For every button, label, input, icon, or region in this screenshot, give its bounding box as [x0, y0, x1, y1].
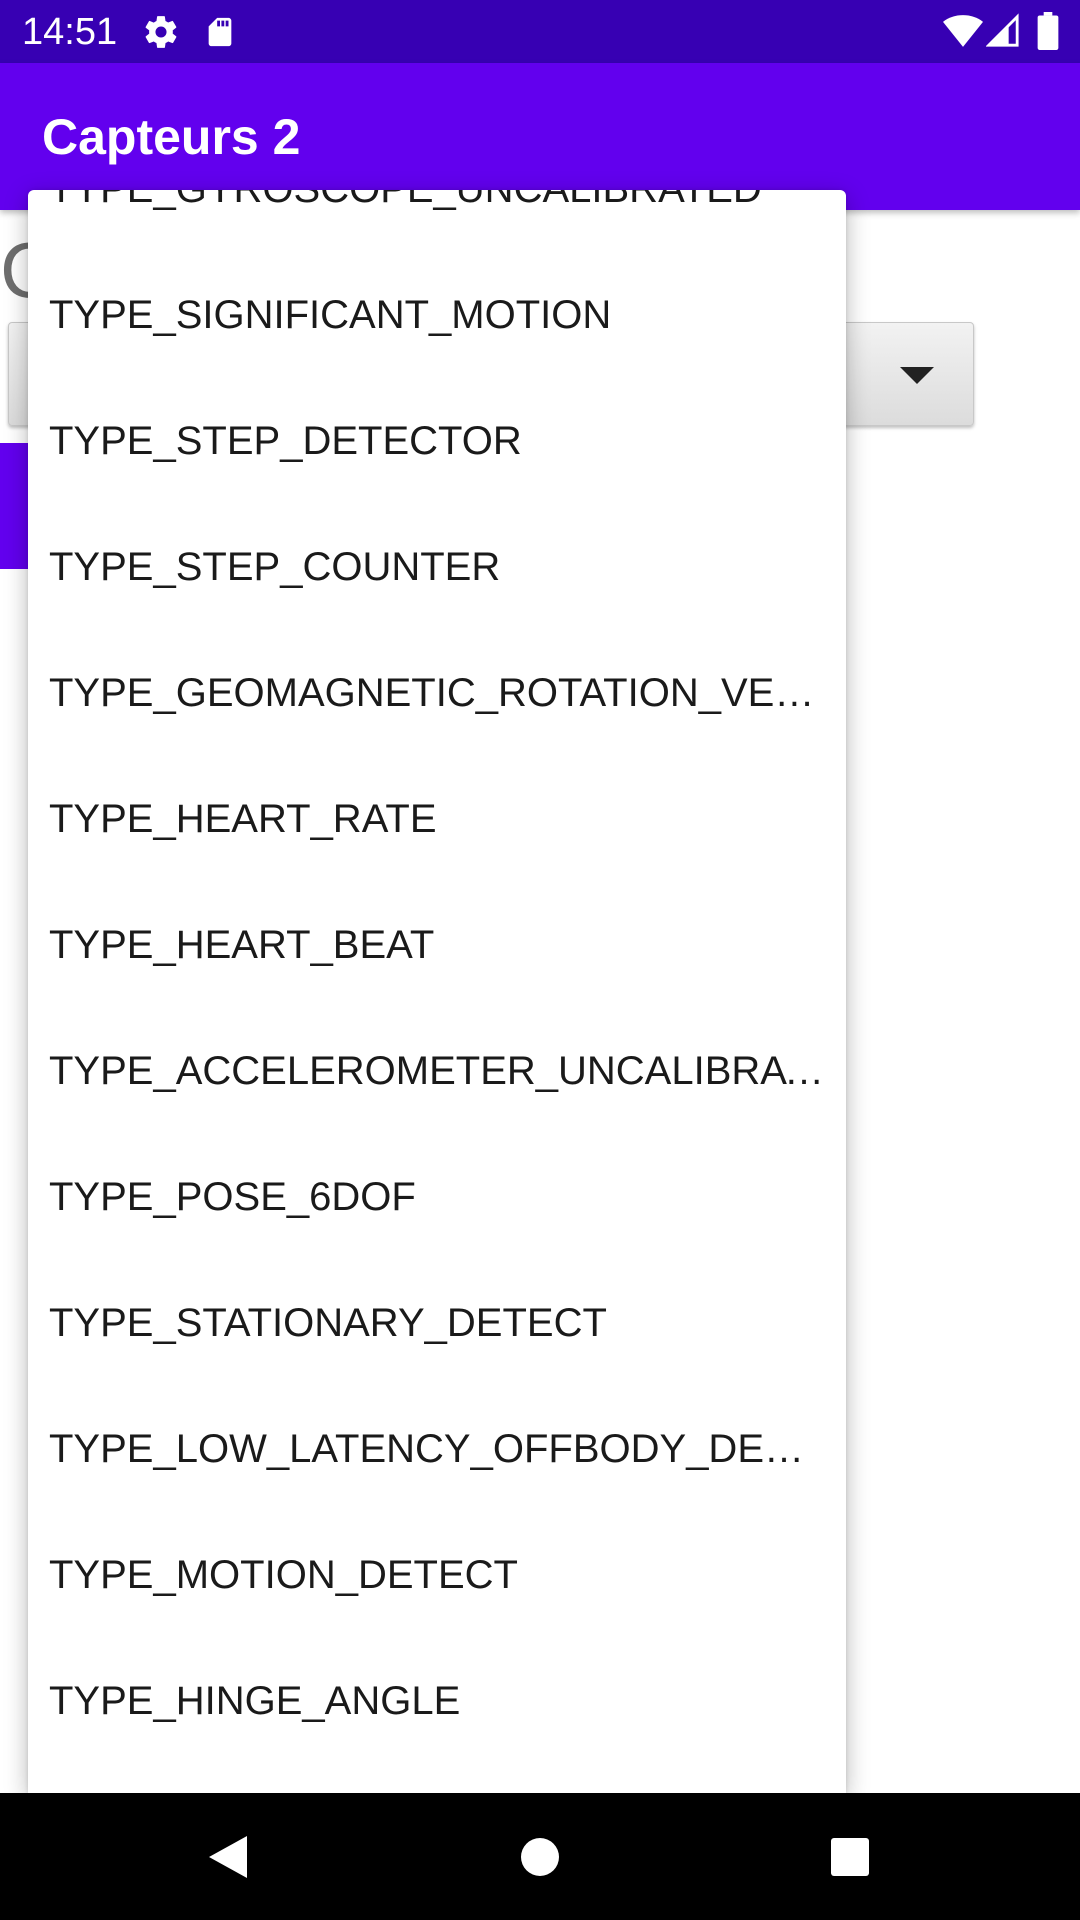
back-icon [209, 1835, 247, 1878]
home-icon [521, 1837, 559, 1876]
recents-icon [831, 1837, 869, 1876]
dropdown-item[interactable]: TYPE_POSE_6DOF [49, 1175, 416, 1219]
wifi-icon [943, 14, 983, 53]
sensor-dropdown-list: TYPE_GYROSCOPE_UNCALIBRATED TYPE_SIGNIFI… [28, 190, 846, 1764]
back-button[interactable] [148, 1793, 308, 1920]
dropdown-item[interactable]: TYPE_STEP_DETECTOR [49, 419, 522, 463]
status-time: 14:51 [22, 11, 118, 53]
dropdown-item[interactable]: TYPE_ACCELEROMETER_UNCALIBRATE.. [49, 1049, 846, 1093]
dropdown-item[interactable]: TYPE_HEART_BEAT [49, 923, 435, 967]
sd-card-icon [203, 13, 237, 56]
home-button[interactable] [460, 1793, 620, 1920]
dropdown-item[interactable]: TYPE_MOTION_DETECT [49, 1553, 518, 1597]
app-bar: Capteurs 2 [0, 63, 1080, 210]
dropdown-item[interactable]: TYPE_HINGE_ANGLE [49, 1679, 461, 1723]
dropdown-arrow-icon [900, 367, 934, 384]
dropdown-item[interactable]: TYPE_LOW_LATENCY_OFFBODY_DETEC.. [49, 1427, 846, 1471]
dropdown-item[interactable]: TYPE_STATIONARY_DETECT [49, 1301, 607, 1345]
status-bar: 14:51 [0, 0, 1080, 63]
cell-signal-icon [985, 13, 1020, 54]
dropdown-item[interactable]: TYPE_GEOMAGNETIC_ROTATION_VECT.. [49, 671, 846, 715]
recents-button[interactable] [770, 1793, 930, 1920]
dropdown-item[interactable]: TYPE_GYROSCOPE_UNCALIBRATED [28, 190, 846, 252]
dropdown-item[interactable]: TYPE_HEART_RATE [49, 797, 437, 841]
sensor-dropdown-popup[interactable]: TYPE_GYROSCOPE_UNCALIBRATED TYPE_SIGNIFI… [28, 190, 846, 1793]
dropdown-item[interactable]: TYPE_SIGNIFICANT_MOTION [49, 293, 612, 337]
battery-icon [1037, 12, 1059, 55]
navigation-bar [0, 1793, 1080, 1920]
app-title: Capteurs 2 [42, 109, 301, 165]
dropdown-item[interactable]: TYPE_STEP_COUNTER [49, 545, 501, 589]
gear-icon [142, 13, 180, 56]
